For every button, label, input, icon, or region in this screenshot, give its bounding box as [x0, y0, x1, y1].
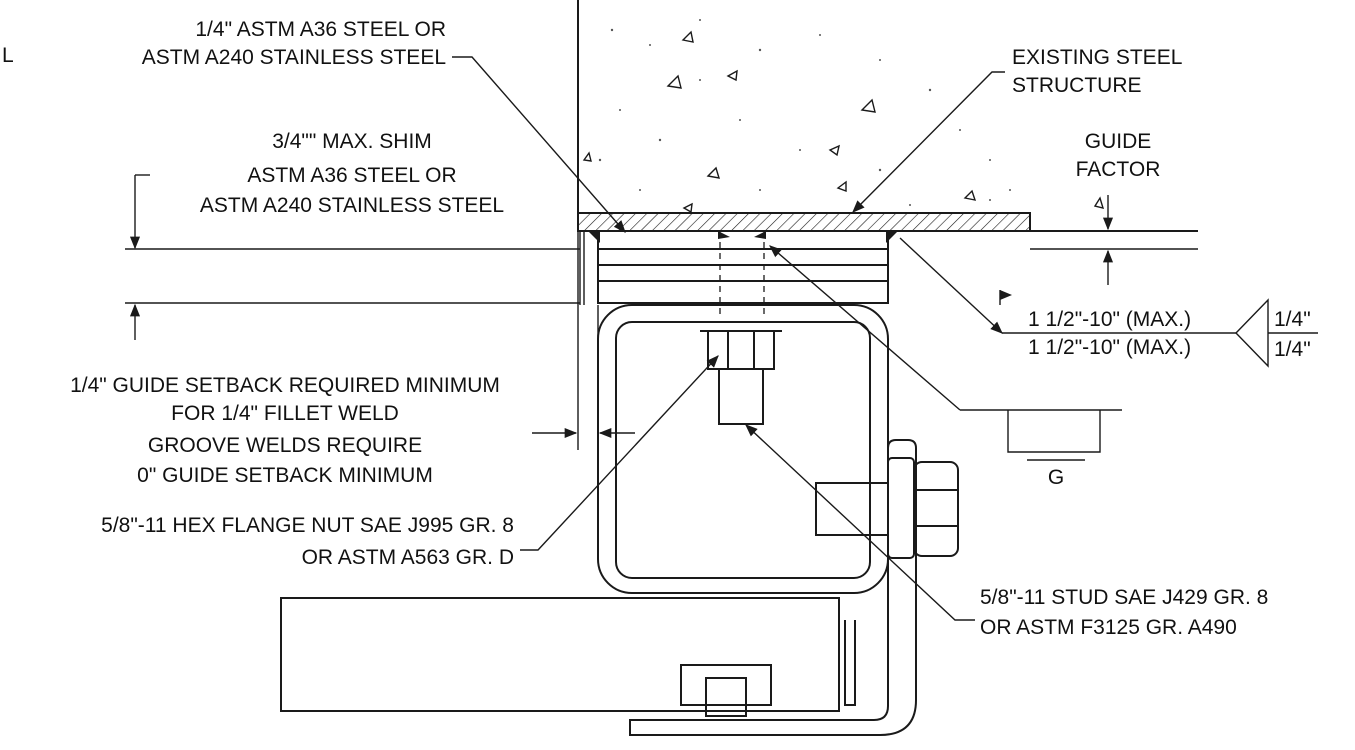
concrete-aggregate-triangles	[582, 30, 1105, 214]
existing-structure-label-line1: EXISTING STEEL	[1012, 46, 1182, 69]
plate-label-line1: 1/4" ASTM A36 STEEL OR	[195, 18, 446, 41]
shim-stack	[597, 230, 889, 318]
setback-label-line2: FOR 1/4" FILLET WELD	[171, 402, 399, 425]
groove-symbol-label: G	[1048, 466, 1064, 489]
setback-label-line4: 0" GUIDE SETBACK MINIMUM	[137, 464, 433, 487]
shim-label-line2: ASTM A36 STEEL OR	[247, 164, 456, 187]
nut-label-line2: OR ASTM A563 GR. D	[302, 546, 514, 569]
groove-symbol	[1007, 410, 1101, 461]
shim-leader	[770, 246, 1122, 411]
stud-leader	[745, 424, 975, 621]
guide-rail-tube	[597, 304, 889, 594]
guide-factor-label-line1: GUIDE	[1085, 130, 1152, 153]
leaders	[452, 56, 1122, 621]
fillet-welds	[588, 231, 898, 243]
weld-length-top: 1 1/2"-10" (MAX.)	[1028, 308, 1191, 331]
edge-mark: L	[2, 44, 14, 67]
side-bolt	[815, 457, 959, 559]
nut-label-line1: 5/8"-11 HEX FLANGE NUT SAE J995 GR. 8	[101, 514, 514, 537]
existing-structure-label-line2: STRUCTURE	[1012, 74, 1142, 97]
stud	[718, 368, 764, 425]
steel-plate	[577, 212, 1031, 232]
bracket	[280, 439, 917, 736]
plate-label-line2: ASTM A240 STAINLESS STEEL	[142, 46, 446, 69]
concrete-aggregate	[598, 19, 1011, 206]
shim-label-line1: 3/4"" MAX. SHIM	[272, 130, 432, 153]
guide-factor-dimension	[1030, 195, 1198, 285]
weld-arrow-line	[899, 237, 1003, 334]
setback-label-line1: 1/4" GUIDE SETBACK REQUIRED MINIMUM	[70, 374, 500, 397]
guide-factor-label-line2: FACTOR	[1076, 158, 1161, 181]
stud-label-line1: 5/8"-11 STUD SAE J429 GR. 8	[980, 586, 1268, 609]
stud-label-line2: OR ASTM F3125 GR. A490	[980, 616, 1237, 639]
shim-dimension	[125, 174, 585, 340]
weld-size-bottom: 1/4"	[1274, 338, 1311, 361]
setback-dimension	[532, 215, 635, 450]
hex-flange-nut	[700, 330, 782, 370]
existing-structure-leader	[852, 71, 1005, 213]
weld-length-bottom: 1 1/2"-10" (MAX.)	[1028, 336, 1191, 359]
plate-leader	[452, 56, 626, 233]
weld-size-top: 1/4"	[1274, 308, 1311, 331]
setback-label-line3: GROOVE WELDS REQUIRE	[148, 434, 422, 457]
concrete-block	[577, 0, 1105, 215]
nut-leader	[520, 355, 719, 551]
shim-label-line3: ASTM A240 STAINLESS STEEL	[200, 194, 504, 217]
weld-symbol	[899, 237, 1318, 368]
